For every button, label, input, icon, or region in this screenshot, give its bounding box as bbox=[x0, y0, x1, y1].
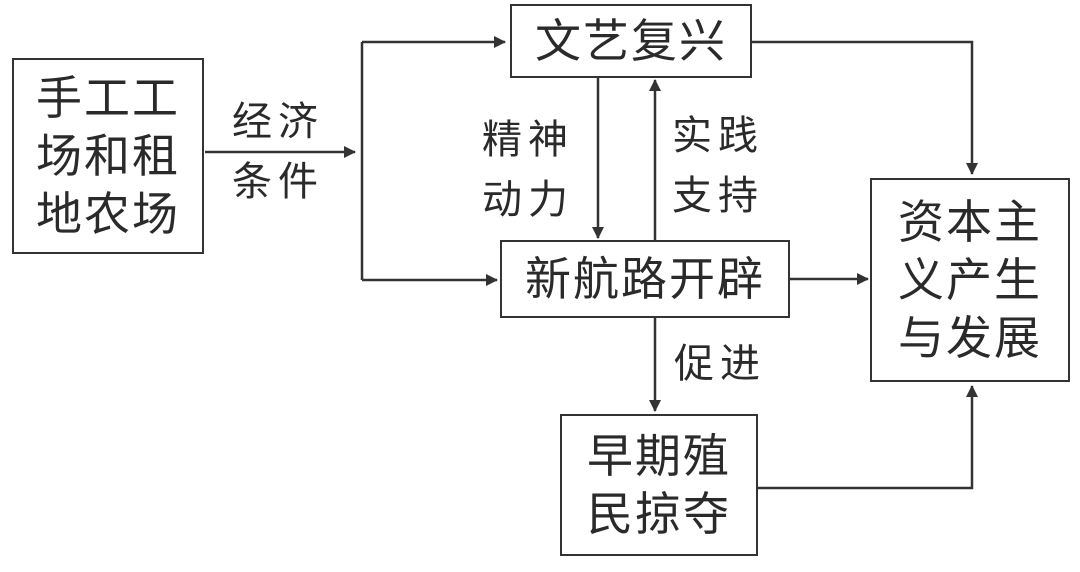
node-capitalism-box: 资本主 义产生 与发展 bbox=[870, 178, 1070, 382]
node-renaissance-box: 文艺复兴 bbox=[510, 4, 752, 78]
label-economic-conditions: 经济 条件 bbox=[232, 99, 324, 205]
node-colonial-text: 早期殖 民掠夺 bbox=[587, 429, 731, 541]
label-promote: 促进 bbox=[674, 341, 766, 387]
node-renaissance-text: 文艺复兴 bbox=[535, 14, 727, 68]
arrow-renaissance-to-capitalism bbox=[752, 40, 978, 175]
node-new-route-text: 新航路开辟 bbox=[525, 252, 765, 306]
label-practical-support: 实践 支持 bbox=[672, 113, 764, 219]
node-handicraft-text: 手工工 场和租 地农场 bbox=[36, 71, 180, 241]
label-spiritual-motivation: 精神 动力 bbox=[482, 117, 574, 223]
node-handicraft-box: 手工工 场和租 地农场 bbox=[12, 58, 204, 254]
arrow-colonial-to-capitalism bbox=[758, 385, 978, 490]
node-capitalism-text: 资本主 义产生 与发展 bbox=[898, 195, 1042, 365]
node-new-route-box: 新航路开辟 bbox=[500, 240, 790, 318]
node-colonial-box: 早期殖 民掠夺 bbox=[560, 414, 758, 556]
